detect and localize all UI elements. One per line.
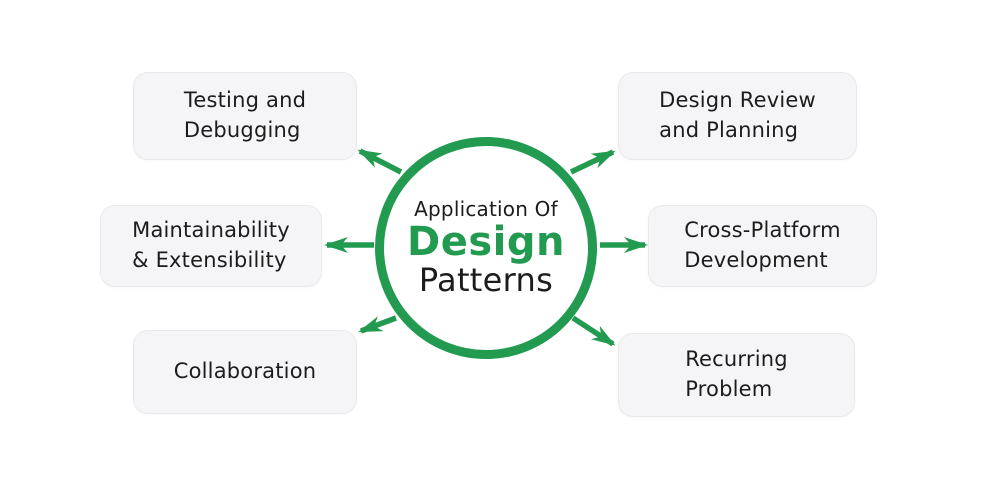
box-label: Maintainability & Extensibility [132, 218, 290, 272]
center-title-patterns: Patterns [418, 261, 554, 300]
box-maintainability-extensibility: Maintainability & Extensibility [100, 205, 322, 287]
center-subtitle: Application Of [414, 197, 558, 222]
arrow-to-testing-debugging [357, 148, 403, 175]
box-testing-debugging: Testing and Debugging [133, 72, 357, 160]
box-label: Recurring Problem [685, 347, 788, 401]
box-design-review-planning: Design Review and Planning [618, 72, 857, 160]
box-recurring-problem: Recurring Problem [618, 333, 855, 417]
box-label: Design Review and Planning [659, 88, 816, 142]
box-collaboration: Collaboration [133, 330, 357, 414]
center-title-design: Design [407, 219, 565, 266]
box-label: Testing and Debugging [183, 88, 307, 142]
box-cross-platform-development: Cross-Platform Development [648, 205, 877, 287]
box-label: Cross-Platform Development [684, 218, 841, 272]
arrow-to-recurring-problem [571, 315, 616, 347]
box-label: Collaboration [173, 359, 317, 384]
arrow-to-design-review-planning [569, 149, 616, 175]
center-circle: Application Of Design Patterns [375, 137, 597, 359]
arrow-to-collaboration [358, 315, 397, 334]
